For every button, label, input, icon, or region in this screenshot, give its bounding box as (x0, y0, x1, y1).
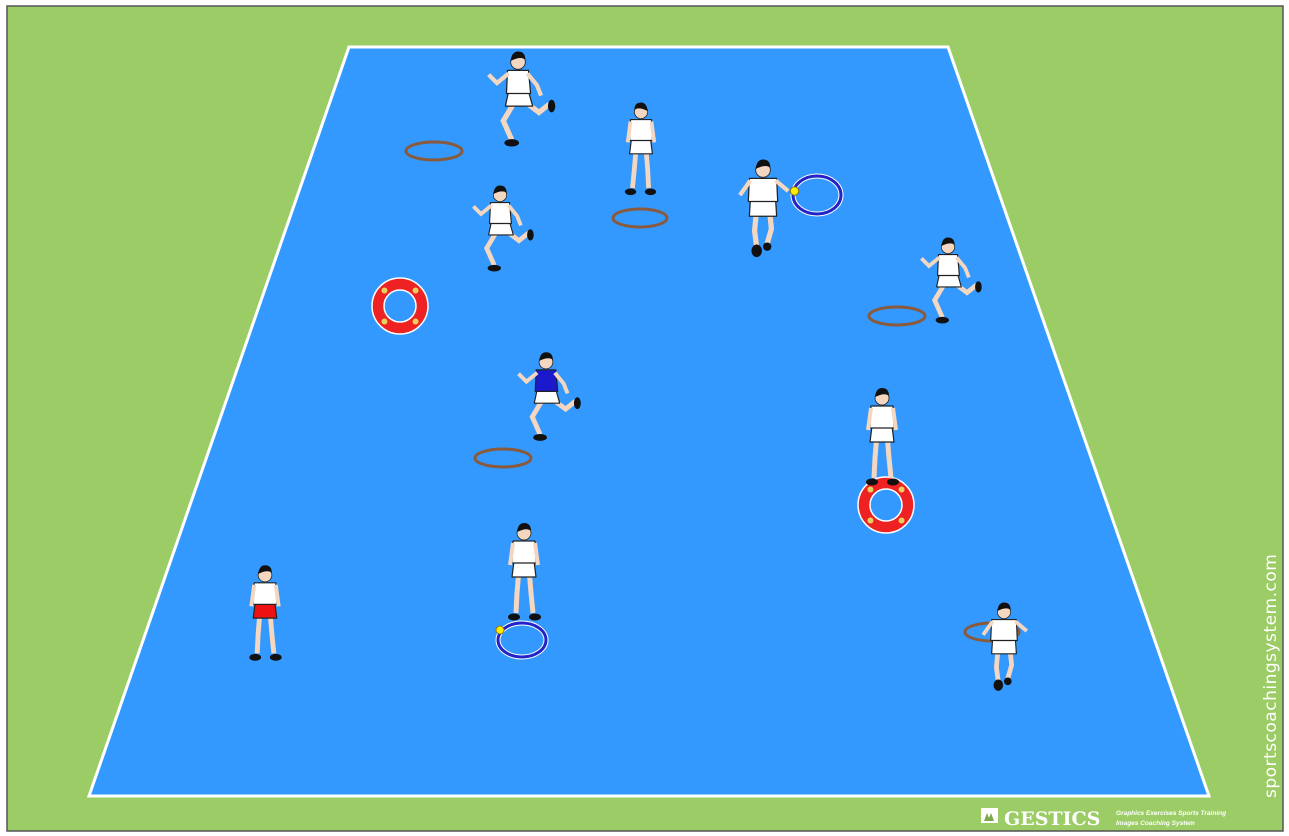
logo-brand: GESTICS (1004, 808, 1100, 830)
logo-tagline-2: Images Coaching System (1116, 820, 1195, 827)
watermark-text: sportscoachingsystem.com (1261, 554, 1281, 798)
logo-tagline-1: Graphics Exercises Sports Training (1116, 810, 1226, 817)
